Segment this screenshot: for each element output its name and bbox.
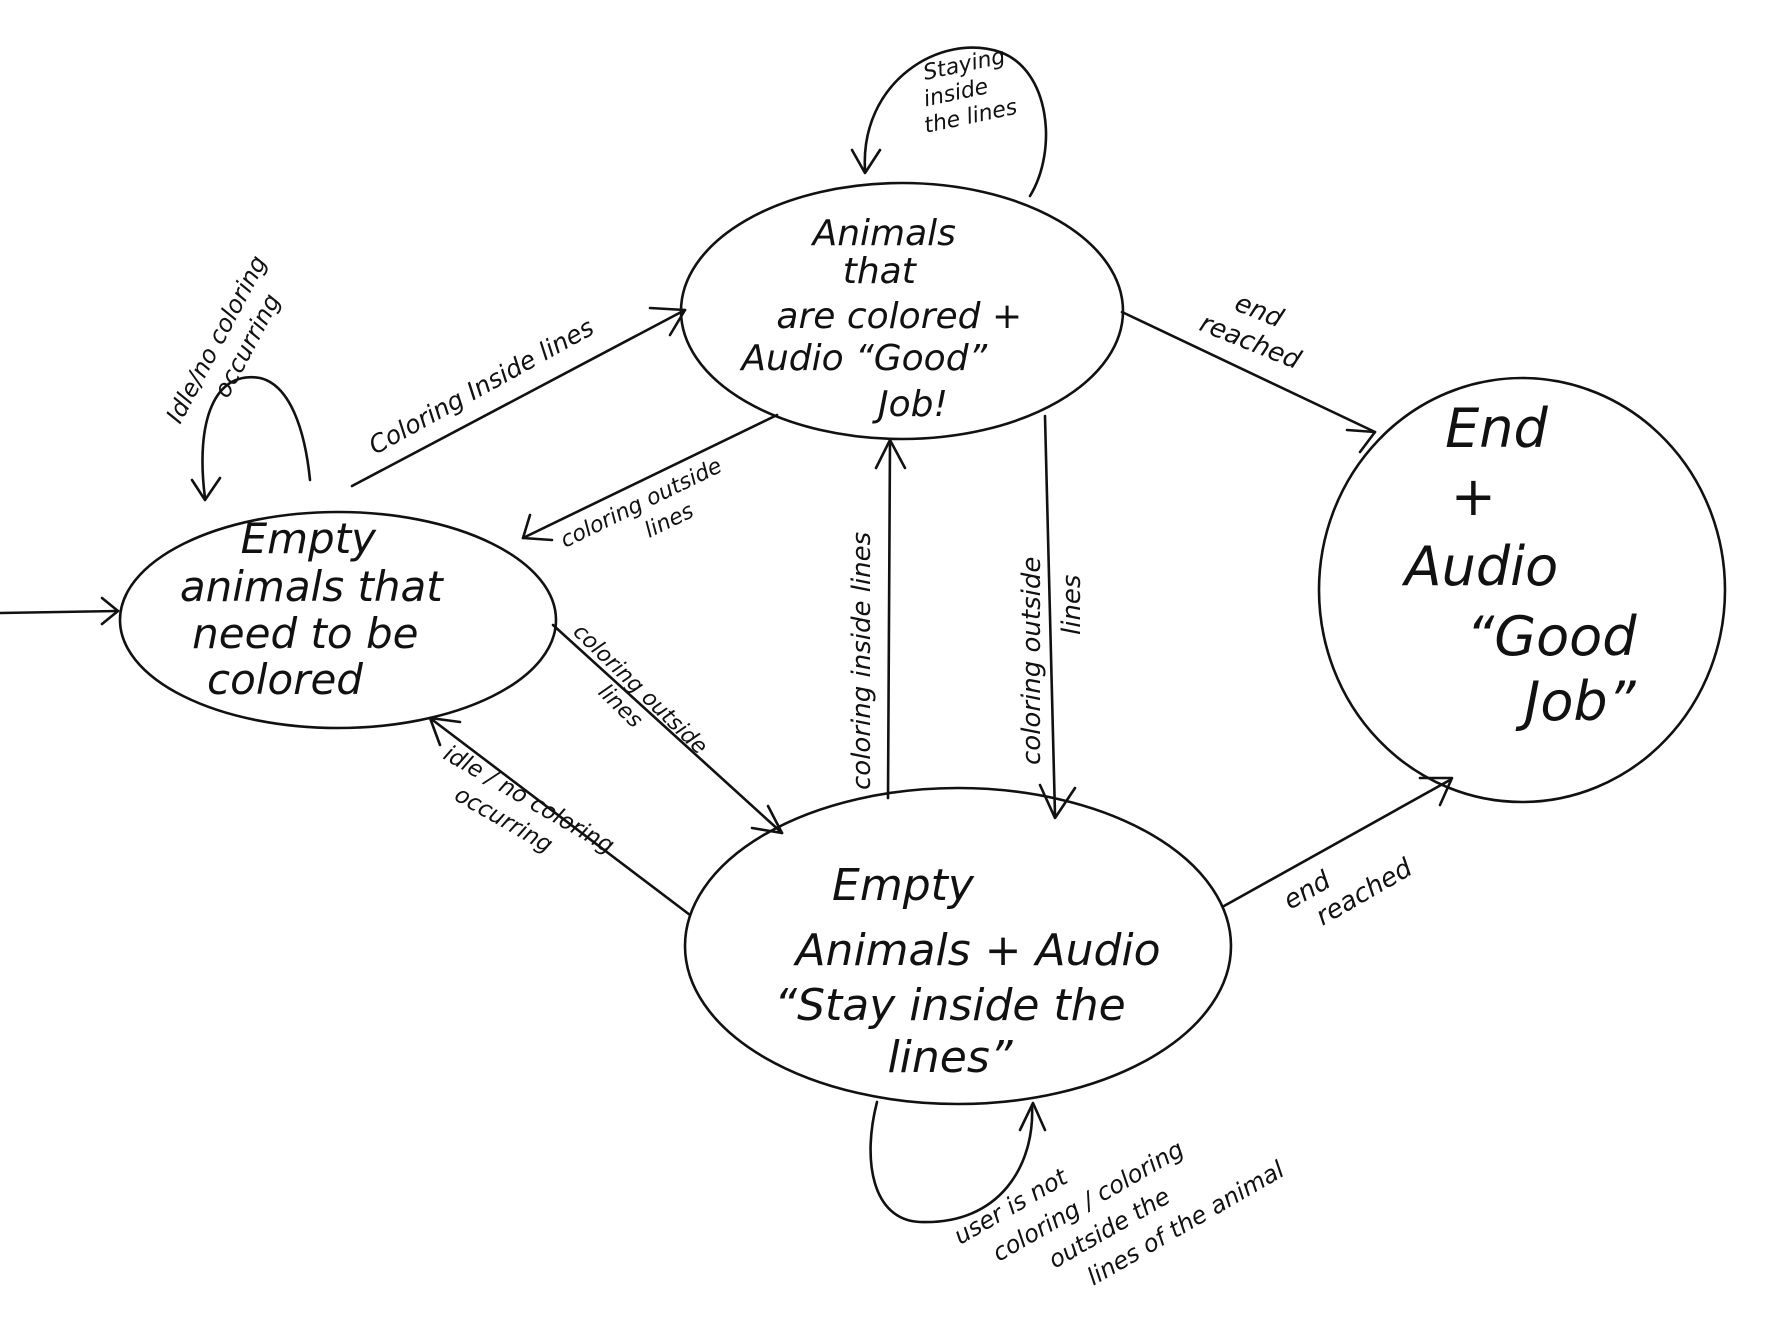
state-end-line: Audio: [1402, 535, 1558, 598]
state-empty-audio-line: “Stay inside the: [774, 980, 1125, 1031]
label-line: coloring outside: [557, 454, 726, 554]
label-line: coloring outside: [568, 619, 712, 759]
edge-empty-audio-to-empty: [428, 716, 692, 917]
label-empty-audio-to-end: end reached: [1279, 827, 1418, 942]
edge-empty-to-colored: [350, 306, 687, 488]
state-end-line: Job”: [1515, 670, 1636, 733]
state-colored-line: Job!: [872, 384, 948, 425]
edge-self-empty-audio: [869, 1100, 1047, 1224]
state-end-node: [1317, 376, 1727, 804]
state-empty-audio-node: [683, 786, 1233, 1106]
state-end-label: End + Audio “Good Job”: [1402, 397, 1654, 733]
state-colored-line: Animals: [811, 213, 956, 254]
state-empty-line: colored: [207, 655, 363, 704]
label-colored-to-empty-audio: coloring outside lines: [1017, 548, 1087, 765]
label-empty-audio-to-empty: idle / no coloring occurring: [424, 741, 625, 889]
state-empty-line: animals that: [180, 562, 444, 611]
state-colored-label: Animals that are colored + Audio “Good” …: [739, 213, 1033, 425]
label-self-empty: Idle/no coloring occurring: [161, 244, 303, 442]
label-empty-audio-to-colored: coloring inside lines: [847, 532, 877, 790]
state-empty-audio-line: Animals + Audio: [792, 925, 1160, 976]
state-end-line: End: [1445, 397, 1548, 460]
state-empty-audio-line: lines”: [887, 1032, 1013, 1083]
label-line: coloring outside: [1017, 557, 1047, 765]
label-colored-to-end: end reached: [1195, 279, 1317, 376]
label-line: Coloring Inside lines: [364, 313, 599, 461]
edge-empty-to-empty-audio: [551, 623, 784, 835]
label-colored-to-empty: coloring outside lines: [557, 451, 745, 579]
label-line: coloring inside lines: [847, 532, 877, 790]
state-empty-line: need to be: [192, 609, 418, 658]
state-empty-label: Empty animals that need to be colored: [180, 514, 456, 704]
label-empty-to-empty-audio: coloring outside lines: [550, 619, 717, 783]
state-empty-audio-line: Empty: [832, 860, 975, 911]
state-end-line: “Good: [1466, 605, 1637, 668]
edge-colored-to-end: [1120, 310, 1377, 454]
start-arrow: [0, 596, 120, 626]
label-line: lines: [1057, 575, 1087, 635]
edge-empty-audio-to-colored: [874, 438, 907, 800]
state-empty-line: Empty: [241, 514, 378, 563]
label-empty-to-colored: Coloring Inside lines: [364, 313, 599, 461]
state-empty-node: [118, 510, 558, 730]
state-colored-line: are colored +: [776, 296, 1022, 337]
edge-empty-audio-to-end: [1222, 776, 1454, 908]
edge-self-empty: [190, 375, 312, 502]
edge-colored-to-empty-audio: [1038, 414, 1077, 820]
edge-colored-to-empty: [521, 413, 779, 542]
edge-self-colored: [850, 46, 1048, 198]
state-colored-line: that: [843, 251, 918, 292]
state-end-line: +: [1451, 465, 1496, 528]
state-colored-line: Audio “Good”: [739, 338, 987, 379]
state-empty-audio-label: Empty Animals + Audio “Stay inside the l…: [774, 860, 1174, 1083]
